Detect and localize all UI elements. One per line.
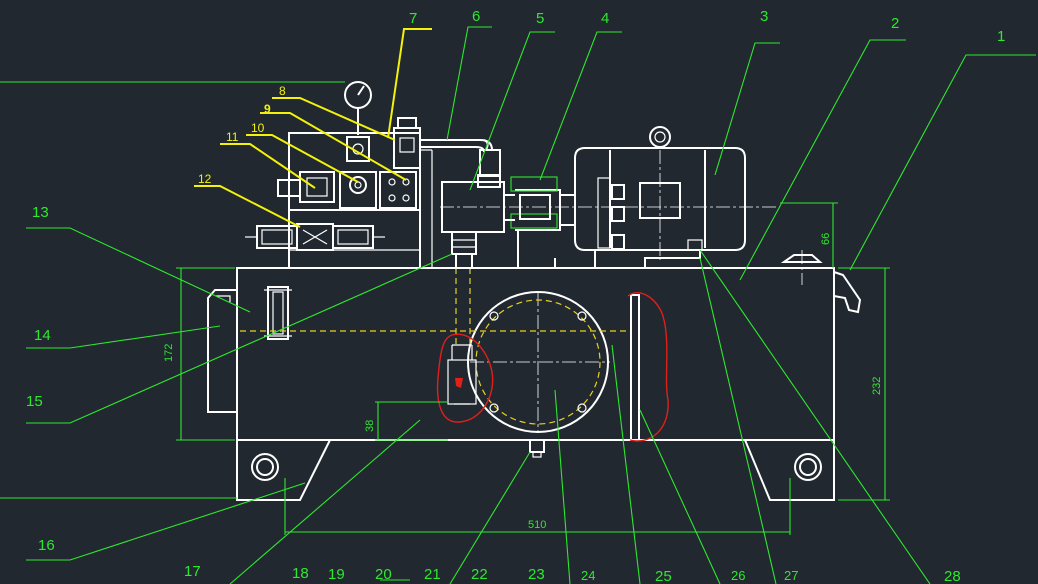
callout-17: 17: [184, 563, 201, 580]
callout-15: 15: [26, 393, 43, 410]
dimensions: 172 232 66 38 510: [163, 202, 890, 535]
markup-circle-baffle: [627, 292, 669, 442]
electric-motor: [574, 126, 746, 269]
dim-232: 232: [871, 377, 883, 395]
valve-stand: [245, 81, 433, 269]
hydraulic-pump: [441, 139, 515, 269]
callout-8: 8: [279, 84, 286, 98]
dim-172: 172: [163, 344, 175, 362]
callout-labels-top: 1 2 3 4 5 6 7: [409, 8, 1005, 45]
callout-19: 19: [328, 566, 345, 583]
leader-lines: [0, 26, 1036, 584]
callout-21: 21: [424, 566, 441, 583]
callout-3: 3: [760, 8, 768, 25]
callout-labels-valves: 8 9 10 11 12: [198, 84, 286, 186]
callout-5: 5: [536, 10, 544, 27]
callout-1: 1: [997, 28, 1005, 45]
dim-510: 510: [528, 519, 546, 531]
callout-23: 23: [528, 566, 545, 583]
callout-27: 27: [784, 568, 798, 583]
center-lines: [440, 150, 803, 432]
callout-4: 4: [601, 10, 609, 27]
callout-28: 28: [944, 568, 961, 584]
callout-6: 6: [472, 8, 480, 25]
dim-38: 38: [364, 420, 376, 432]
callout-10: 10: [251, 121, 265, 135]
callout-12: 12: [198, 172, 212, 186]
callout-26: 26: [731, 568, 745, 583]
callout-22: 22: [471, 566, 488, 583]
callout-labels-left: 13 14 15 16 17: [26, 204, 201, 580]
callout-11: 11: [226, 130, 239, 144]
callout-16: 16: [38, 537, 55, 554]
callout-7: 7: [409, 10, 417, 27]
callout-20: 20: [375, 566, 392, 583]
callout-2: 2: [891, 15, 899, 32]
callout-13: 13: [32, 204, 49, 221]
callout-9: 9: [264, 102, 271, 116]
callout-14: 14: [34, 327, 51, 344]
markup-circle-filter: [436, 333, 494, 423]
dim-66: 66: [820, 233, 832, 245]
callout-24: 24: [581, 568, 595, 583]
bell-housing-coupling: [510, 176, 575, 269]
callout-labels-bottom: 18 19 20 21 22 23 24 25 26 27 28: [292, 565, 961, 584]
callout-25: 25: [655, 568, 672, 584]
oil-tank: [207, 254, 862, 501]
callout-18: 18: [292, 565, 309, 582]
